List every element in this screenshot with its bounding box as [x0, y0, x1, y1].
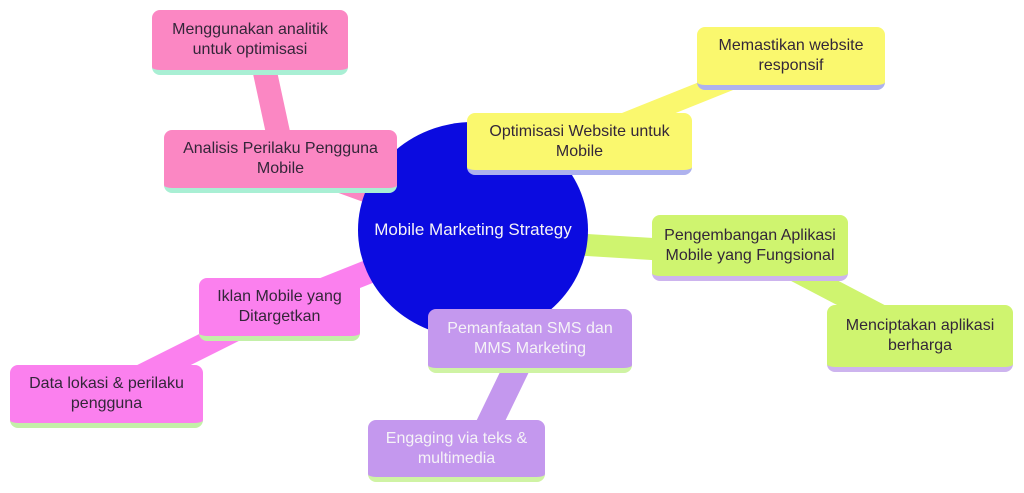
node-label: Menggunakan analitik untuk optimisasi: [172, 21, 328, 58]
node-label: Memastikan website responsif: [718, 37, 864, 74]
node-label: Pemanfaatan SMS dan MMS Marketing: [447, 319, 613, 357]
node-memastikan-website: Memastikan website responsif: [697, 27, 885, 90]
node-label: Analisis Perilaku Pengguna Mobile: [183, 140, 378, 177]
node-data-lokasi: Data lokasi & perilaku pengguna: [10, 365, 203, 428]
node-menciptakan-aplikasi: Menciptakan aplikasi berharga: [827, 305, 1013, 372]
node-label: Iklan Mobile yang Ditargetkan: [217, 288, 342, 325]
node-label: Menciptakan aplikasi berharga: [845, 317, 995, 354]
center-node-label: Mobile Marketing Strategy: [374, 220, 572, 239]
node-pengembangan-aplikasi: Pengembangan Aplikasi Mobile yang Fungsi…: [652, 215, 848, 281]
node-iklan-mobile: Iklan Mobile yang Ditargetkan: [199, 278, 360, 341]
node-pemanfaatan-sms: Pemanfaatan SMS dan MMS Marketing: [428, 309, 632, 373]
node-engaging-teks: Engaging via teks & multimedia: [368, 420, 545, 482]
node-menggunakan-analitik: Menggunakan analitik untuk optimisasi: [152, 10, 348, 75]
node-label: Pengembangan Aplikasi Mobile yang Fungsi…: [664, 226, 836, 264]
node-label: Data lokasi & perilaku pengguna: [29, 375, 184, 412]
node-label: Engaging via teks & multimedia: [385, 429, 528, 467]
node-analisis-perilaku: Analisis Perilaku Pengguna Mobile: [164, 130, 397, 193]
node-label: Optimisasi Website untuk Mobile: [489, 122, 670, 160]
node-optimisasi-website: Optimisasi Website untuk Mobile: [467, 113, 692, 175]
